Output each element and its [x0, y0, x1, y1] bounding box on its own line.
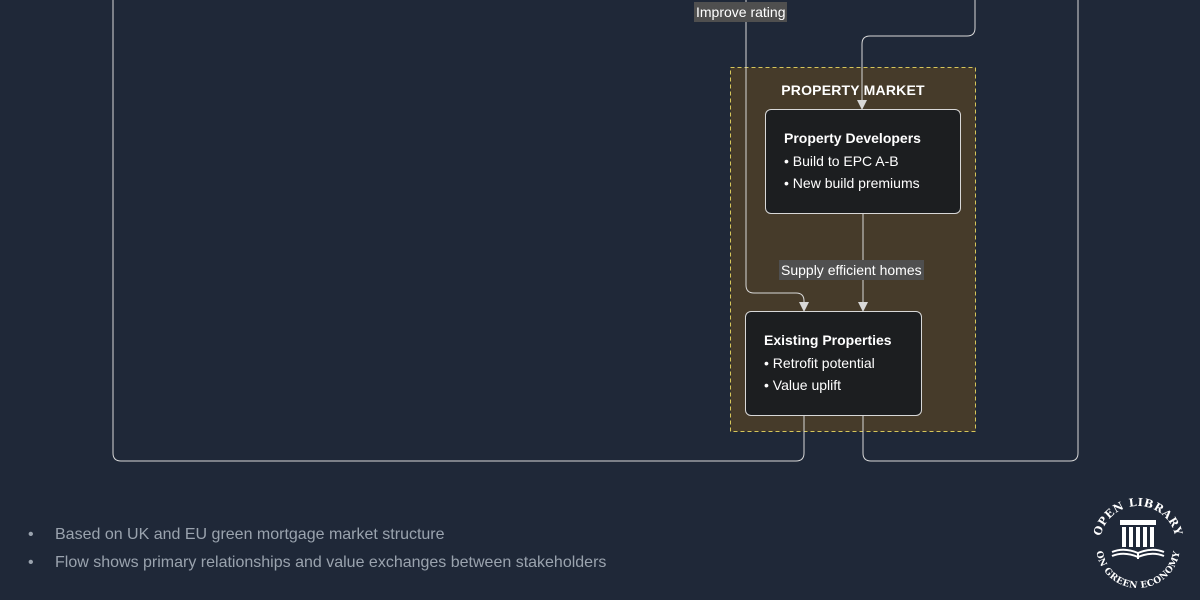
- property-developers-title: Property Developers: [784, 130, 921, 146]
- existing-properties-title: Existing Properties: [764, 332, 892, 348]
- property-market-title: PROPERTY MARKET: [781, 82, 925, 98]
- logo-pediment-icon: [1120, 520, 1156, 525]
- existing-properties-list: Retrofit potential Value uplift: [764, 352, 911, 396]
- list-item: Build to EPC A-B: [784, 150, 950, 172]
- list-item: Retrofit potential: [764, 352, 911, 374]
- existing-properties-node: Existing Properties Retrofit potential V…: [745, 311, 922, 416]
- edge-outer-right-loop: [862, 0, 1079, 462]
- edge-into-developers: [857, 0, 976, 110]
- list-item: New build premiums: [784, 172, 950, 194]
- footnote-item: Flow shows primary relationships and val…: [28, 549, 606, 577]
- book-icon: [1111, 548, 1165, 559]
- property-developers-list: Build to EPC A-B New build premiums: [784, 150, 950, 194]
- property-developers-node: Property Developers Build to EPC A-B New…: [765, 109, 961, 214]
- edge-outer-left-loop: [112, 0, 805, 462]
- logo-columns-icon: [1122, 527, 1154, 547]
- open-library-logo: OPEN LIBRARY ON GREEN ECONOMY: [1091, 496, 1184, 591]
- footnote-item: Based on UK and EU green mortgage market…: [28, 521, 606, 549]
- edge-improve-rating: [745, 0, 809, 312]
- list-item: Value uplift: [764, 374, 911, 396]
- supply-homes-label: Supply efficient homes: [779, 260, 924, 280]
- footnotes-list: Based on UK and EU green mortgage market…: [28, 521, 606, 577]
- improve-rating-label: Improve rating: [694, 2, 788, 22]
